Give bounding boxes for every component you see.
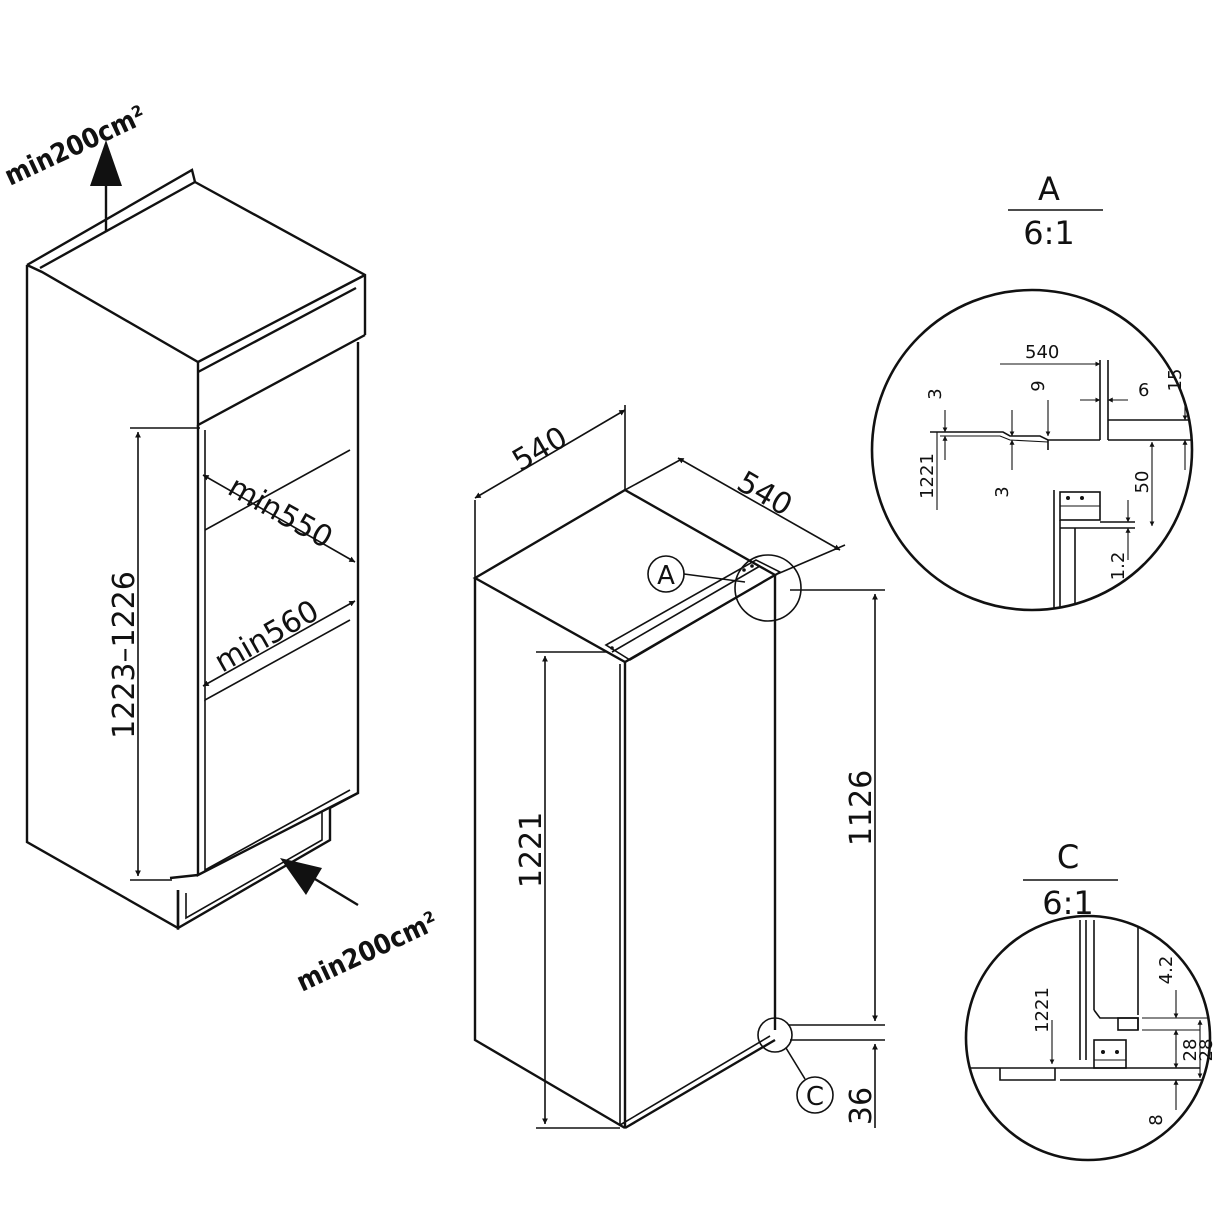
door-height-label: 1126	[844, 770, 879, 846]
appliance-width-dimension	[474, 405, 626, 578]
detail-a-dim-15: 15	[1165, 369, 1186, 392]
appliance-depth-dimension	[624, 457, 846, 576]
marker-c	[757, 1017, 834, 1114]
detail-a-title: A	[1038, 170, 1060, 208]
detail-a-dim-50: 50	[1132, 471, 1153, 494]
appliance-body	[472, 488, 782, 1130]
detail-c-dim-8: 8	[1146, 1114, 1167, 1125]
detail-a-dim-6: 6	[1138, 380, 1149, 401]
marker-a-label: A	[657, 561, 675, 591]
appliance-height-label: 1221	[514, 812, 549, 888]
detail-c-dim-4-2: 4.2	[1156, 956, 1177, 985]
vent-bottom-arrow	[280, 858, 359, 907]
detail-c-circle	[964, 914, 1212, 1162]
detail-a-scale: 6:1	[1023, 214, 1075, 252]
detail-c-title: C	[1057, 838, 1079, 876]
detail-a-dim-9: 9	[1028, 380, 1049, 391]
bottom-offset-label: 36	[844, 1087, 879, 1125]
detail-c-dim-28-b: 28	[1196, 1039, 1214, 1062]
niche-depth-dimension	[202, 474, 356, 563]
appliance-height-dimension	[536, 651, 620, 1129]
appliance-width-label: 540	[507, 420, 574, 479]
vent-top-arrow	[90, 140, 122, 232]
vent-top-label: min200cm²	[0, 100, 151, 192]
detail-a-circle	[870, 288, 1194, 612]
vent-bottom-label: min200cm²	[292, 906, 443, 998]
detail-a-dim-1-2: 1.2	[1108, 552, 1129, 581]
marker-c-label: C	[806, 1082, 824, 1112]
niche-cabinet	[25, 168, 367, 931]
detail-a-dim-1221: 1221	[917, 453, 938, 499]
appliance-depth-label: 540	[731, 465, 798, 524]
niche-width-label: min560	[209, 593, 325, 680]
niche-height-label: 1223–1226	[107, 571, 142, 739]
detail-a-dim-3-top: 3	[925, 388, 946, 399]
door-height-dimension	[788, 589, 885, 1128]
detail-c-dim-28-a: 28	[1180, 1039, 1201, 1062]
marker-a	[647, 554, 802, 622]
niche-height-dimension	[130, 427, 200, 881]
detail-a-dim-540: 540	[1025, 342, 1059, 363]
detail-c-dim-1221: 1221	[1032, 987, 1053, 1033]
detail-a-dim-3-bottom: 3	[992, 486, 1013, 497]
niche-depth-label: min550	[222, 470, 338, 557]
niche-width-dimension	[202, 600, 356, 687]
